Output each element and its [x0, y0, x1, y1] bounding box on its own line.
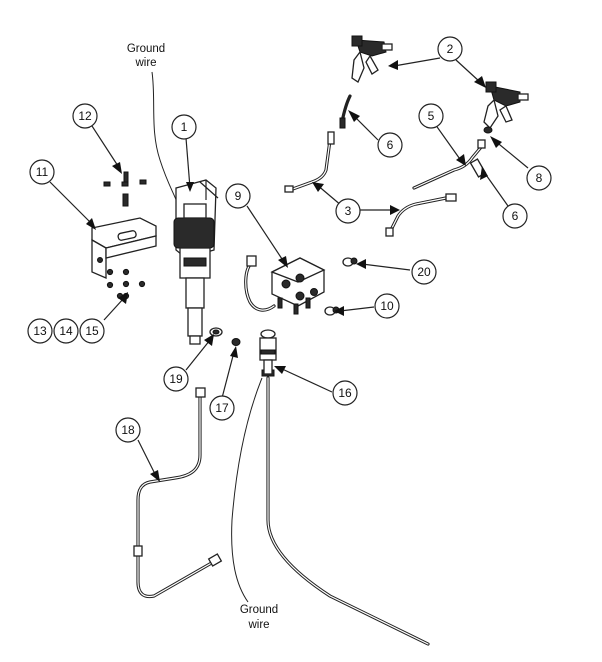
callout-11: 11 [29, 159, 55, 185]
ground-wire-label-bottom: Ground [240, 604, 278, 616]
svg-text:1: 1 [181, 120, 188, 134]
callout-18: 18 [115, 417, 141, 443]
callout-10: 10 [374, 293, 400, 319]
spray-gun-2 [483, 81, 529, 130]
svg-text:20: 20 [417, 265, 431, 279]
svg-text:17: 17 [215, 401, 229, 415]
svg-text:16: 16 [338, 386, 352, 400]
callout-6b: 6 [502, 203, 528, 229]
wall-bracket [91, 217, 157, 279]
manifold [270, 257, 326, 315]
whip-hose-right [385, 193, 457, 237]
callout-15: 15 [79, 318, 105, 344]
svg-text:6: 6 [387, 138, 394, 152]
suction-hose [133, 387, 223, 599]
callout-19: 19 [163, 366, 189, 392]
spray-gun-1 [351, 35, 393, 83]
svg-text:13: 13 [33, 324, 47, 338]
callout-1: 1 [171, 114, 197, 140]
ground-wire-bottom [231, 377, 263, 603]
callout-5: 5 [418, 103, 444, 129]
svg-text:6: 6 [512, 209, 519, 223]
svg-text:8: 8 [536, 171, 543, 185]
svg-text:18: 18 [121, 423, 135, 437]
svg-text:14: 14 [59, 324, 73, 338]
callout-12: 12 [72, 103, 98, 129]
callout-17: 17 [209, 395, 235, 421]
fitting-20 [342, 257, 358, 267]
pump [173, 179, 219, 345]
whip-hose-left [284, 94, 352, 193]
ground-wire-label-top-line2: wire [134, 57, 156, 69]
callout-9: 9 [225, 183, 251, 209]
callout-8: 8 [526, 165, 552, 191]
fitting-19 [209, 327, 223, 337]
callout-6a: 6 [377, 132, 403, 158]
svg-text:2: 2 [447, 42, 454, 56]
siphon-tube [259, 329, 430, 646]
leader-lines [49, 57, 529, 482]
svg-text:11: 11 [36, 165, 49, 179]
svg-text:3: 3 [345, 204, 352, 218]
ground-wire-top [151, 71, 179, 206]
svg-text:10: 10 [380, 299, 394, 313]
svg-text:15: 15 [85, 324, 99, 338]
manifold-supply-hose [244, 255, 276, 312]
callout-2: 2 [437, 36, 463, 62]
callout-16: 16 [332, 380, 358, 406]
ground-wire-label-bottom-line2: wire [247, 619, 269, 631]
ground-wire-label-top: Ground [127, 43, 165, 55]
fitting-17 [231, 338, 241, 346]
svg-text:12: 12 [78, 109, 92, 123]
callout-20: 20 [411, 259, 437, 285]
svg-text:9: 9 [235, 189, 242, 203]
callout-3a: 3 [335, 198, 361, 224]
callout-14: 14 [53, 318, 79, 344]
callout-13: 13 [27, 318, 53, 344]
svg-text:5: 5 [428, 109, 435, 123]
svg-text:19: 19 [169, 372, 183, 386]
bolts-top [103, 171, 147, 207]
